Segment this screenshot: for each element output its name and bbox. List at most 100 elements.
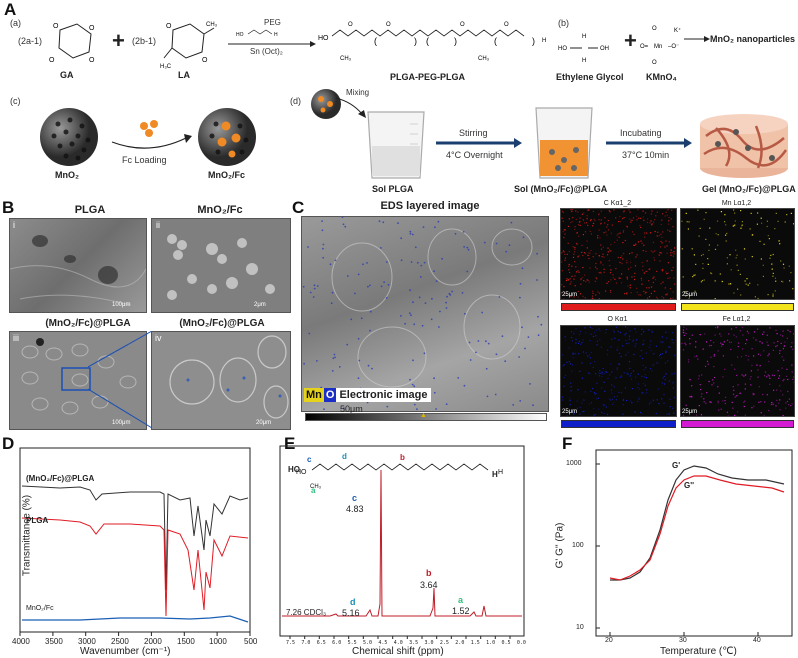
map-pixel — [569, 400, 571, 402]
map-pixel — [785, 402, 787, 404]
eds-dot — [448, 292, 451, 295]
map-pixel — [705, 212, 707, 214]
map-pixel — [752, 337, 755, 339]
peak-shift-c: 4.83 — [346, 504, 364, 514]
map-pixel — [746, 339, 748, 341]
map-pixel — [789, 280, 791, 282]
map-pixel — [697, 209, 699, 211]
map-pixel — [595, 277, 597, 279]
map-pixel — [637, 209, 639, 211]
map-pixel — [766, 220, 768, 222]
map-pixel — [760, 401, 762, 403]
map-pixel — [603, 381, 605, 383]
map-pixel — [608, 398, 610, 400]
map-pixel — [690, 395, 692, 397]
map-pixel — [656, 270, 658, 272]
eds-dot — [411, 383, 414, 386]
map-pixel — [615, 377, 617, 379]
map-pixel — [743, 248, 746, 250]
map-pixel — [720, 342, 722, 344]
map-pixel — [586, 247, 588, 249]
map-pixel — [579, 217, 581, 219]
map-pixel — [660, 224, 662, 226]
map-pixel — [729, 254, 731, 256]
map-pixel — [642, 210, 644, 212]
map-pixel — [571, 275, 573, 277]
legend-mn: Mn — [304, 388, 324, 402]
map-pixel — [571, 411, 573, 413]
map-pixel — [616, 367, 618, 369]
map-pixel — [660, 353, 662, 355]
map-pixel — [616, 239, 618, 241]
map-pixel — [771, 402, 773, 404]
map-pixel — [775, 345, 777, 348]
map-pixel — [777, 370, 779, 372]
map-pixel — [763, 331, 765, 333]
map-pixel — [775, 212, 777, 214]
map-pixel — [635, 343, 637, 345]
map-pixel — [607, 247, 609, 249]
nmr-struct-d: d — [342, 452, 347, 461]
map-pixel — [643, 369, 645, 371]
map-pixel — [613, 386, 615, 388]
ftir-xtick-1: 3500 — [45, 637, 63, 646]
eds-dot — [312, 296, 315, 298]
eds-dot — [413, 323, 416, 326]
map-pixel — [739, 392, 741, 394]
map-pixel — [701, 374, 703, 376]
map-pixel — [616, 349, 618, 351]
map-pixel — [630, 266, 632, 268]
map-pixel — [737, 384, 739, 386]
eds-dot — [505, 250, 508, 253]
map-pixel — [609, 211, 611, 213]
map-pixel — [579, 333, 581, 335]
eds-dot — [540, 323, 543, 326]
nmr-spectrum — [282, 469, 522, 617]
map-pixel — [672, 387, 674, 389]
map-pixel — [638, 388, 641, 390]
map-pixel — [599, 338, 601, 341]
map-pixel — [626, 342, 628, 345]
map-pixel — [653, 290, 655, 292]
map-pixel — [629, 367, 631, 369]
map-pixel — [641, 279, 643, 281]
map-pixel — [747, 284, 749, 286]
map-pixel — [626, 226, 628, 228]
map-pixel — [700, 281, 702, 283]
map-pixel — [744, 280, 746, 282]
beaker-sol-plga — [367, 111, 425, 179]
map-pixel — [650, 220, 652, 222]
map-pixel — [640, 333, 643, 335]
map-pixel — [670, 218, 672, 220]
eds-dot — [519, 282, 522, 285]
map-pixel — [616, 234, 618, 236]
map-pixel — [632, 217, 635, 219]
map-pixel — [661, 336, 663, 338]
map-pixel — [688, 297, 690, 299]
map-pixel — [644, 212, 647, 214]
map-pixel — [598, 272, 600, 274]
map-pixel — [648, 268, 650, 270]
rheo-xtick-1: 30 — [679, 637, 687, 644]
map-pixel — [648, 280, 650, 282]
map-pixel — [636, 291, 638, 293]
map-pixel — [575, 271, 578, 273]
map-pixel — [790, 212, 792, 214]
map-pixel — [774, 277, 776, 279]
map-pixel — [589, 340, 591, 342]
map-pixel — [598, 219, 600, 221]
map-pixel — [646, 392, 648, 394]
map-pixel — [594, 266, 597, 268]
map-pixel — [685, 295, 687, 297]
sem-title-1: PLGA — [74, 204, 106, 216]
sub-a: (a) — [10, 18, 21, 28]
svg-text:H: H — [274, 32, 278, 38]
map-pixel — [612, 274, 614, 276]
map-pixel — [631, 252, 633, 254]
eds-dot — [366, 262, 368, 264]
map-pixel — [706, 392, 708, 394]
map-pixel — [588, 403, 591, 405]
map-pixel — [643, 331, 645, 333]
map-pixel — [752, 234, 754, 236]
map-pixel — [592, 335, 595, 338]
